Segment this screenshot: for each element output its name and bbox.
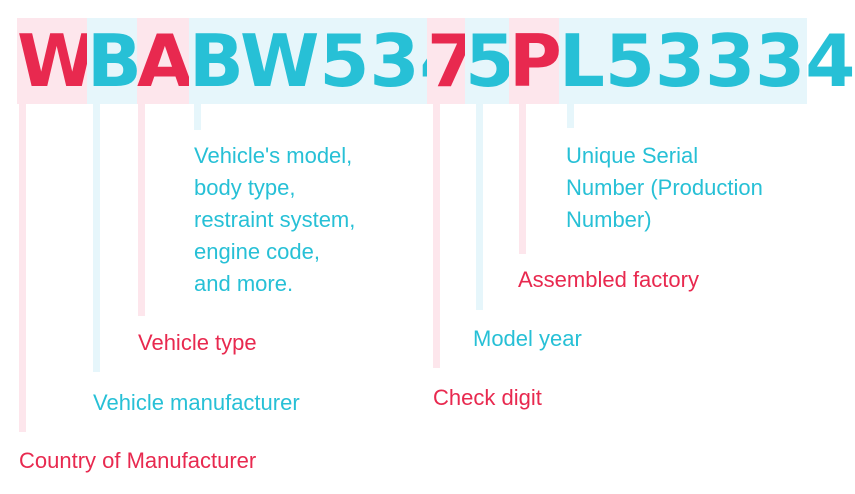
label-vehicle-type: Vehicle type (138, 330, 257, 355)
vin-segment-serial: L53334 (559, 18, 855, 104)
label-model-year: Model year (473, 326, 582, 351)
label-vehicle-descriptor: Vehicle's model, body type, restraint sy… (194, 143, 356, 296)
leader-line-check-digit (433, 104, 440, 368)
vin-segment-model-year: 5 (465, 18, 516, 104)
vin-segment-vds: BW534 (189, 18, 470, 104)
leader-line-model-year (476, 104, 483, 310)
leader-line-country (19, 104, 26, 432)
vin-segment-factory: P (509, 18, 562, 104)
vin-segment-country: W (17, 18, 97, 104)
vin-segment-check-digit: 7 (427, 18, 478, 104)
label-check-digit: Check digit (433, 385, 542, 410)
leader-line-manufacturer (93, 104, 100, 372)
label-vehicle-manufacturer: Vehicle manufacturer (93, 390, 300, 415)
label-country-of-manufacturer: Country of Manufacturer (19, 448, 257, 473)
leader-line-vehicle-type (138, 104, 145, 316)
leader-line-vds (194, 104, 201, 130)
leader-line-factory (519, 104, 526, 254)
vin-segment-vehicle-type: A (137, 18, 193, 104)
vin-code: W B A BW534 7 5 P L53334 (17, 18, 855, 104)
leader-line-serial (567, 104, 574, 128)
vin-segment-manufacturer: B (87, 18, 142, 104)
label-assembled-factory: Assembled factory (518, 267, 699, 292)
label-serial-number: Unique Serial Number (Production Number) (566, 143, 763, 232)
